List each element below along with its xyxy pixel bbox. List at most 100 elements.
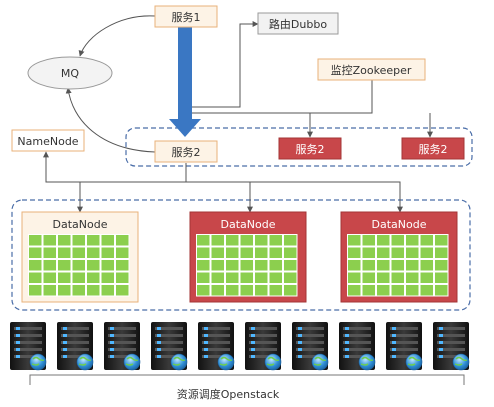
grid-cell [197, 285, 210, 296]
grid-cell [29, 272, 42, 283]
datanode-1-label: DataNode [53, 218, 108, 231]
grid-cell [72, 260, 85, 271]
service2-mq-connector [65, 87, 156, 153]
grid-cell [435, 260, 448, 271]
router-label: 路由Dubbo [269, 17, 327, 31]
grid-cell [87, 260, 100, 271]
datanode-3-label: DataNode [372, 218, 427, 231]
grid-cell [377, 235, 390, 246]
grid-cell [284, 272, 297, 283]
server-rack-row [10, 322, 470, 371]
grid-cell [116, 285, 129, 296]
monitor-branch [186, 79, 373, 114]
grid-cell [348, 285, 361, 296]
monitor-label: 监控Zookeeper [331, 63, 412, 77]
grid-cell [406, 247, 419, 258]
openstack-label: 资源调度Openstack [177, 387, 280, 401]
grid-cell [43, 260, 56, 271]
datanode-2: DataNode [189, 211, 307, 303]
grid-cell [269, 285, 282, 296]
service1-label: 服务1 [172, 11, 201, 24]
grid-cell [72, 235, 85, 246]
grid-cell [391, 235, 404, 246]
service-cluster-group [125, 127, 473, 167]
grid-cell [101, 285, 114, 296]
server-icon [339, 322, 376, 371]
grid-cell [255, 285, 268, 296]
namenode-node: NameNode [11, 129, 85, 152]
datanode-2-grid [196, 234, 298, 297]
grid-cell [420, 260, 433, 271]
grid-cell [240, 235, 253, 246]
grid-cell [240, 285, 253, 296]
grid-cell [58, 272, 71, 283]
grid-cell [58, 260, 71, 271]
grid-cell [348, 247, 361, 258]
grid-cell [211, 235, 224, 246]
thick-arrow-shaft [178, 26, 192, 121]
grid-cell [240, 247, 253, 258]
grid-cell [348, 260, 361, 271]
grid-cell [362, 247, 375, 258]
grid-cell [362, 235, 375, 246]
grid-cell [362, 260, 375, 271]
grid-cell [101, 272, 114, 283]
grid-cell [348, 272, 361, 283]
grid-cell [29, 285, 42, 296]
grid-cell [116, 247, 129, 258]
grid-cell [420, 272, 433, 283]
grid-cell [377, 285, 390, 296]
grid-cell [197, 235, 210, 246]
grid-cell [43, 272, 56, 283]
service2-namenode-connector [43, 151, 187, 183]
grid-cell [87, 285, 100, 296]
datanode-cluster-group [11, 199, 471, 311]
grid-cell [197, 272, 210, 283]
grid-cell [58, 247, 71, 258]
server-icon [245, 322, 282, 371]
grid-cell [391, 260, 404, 271]
grid-cell [391, 285, 404, 296]
grid-cell [284, 285, 297, 296]
router-node: 路由Dubbo [257, 12, 339, 35]
grid-cell [377, 247, 390, 258]
server-icon [104, 322, 141, 371]
grid-cell [420, 235, 433, 246]
grid-cell [435, 285, 448, 296]
grid-cell [43, 285, 56, 296]
grid-cell [29, 260, 42, 271]
grid-cell [211, 272, 224, 283]
mq-label: MQ [61, 67, 79, 80]
grid-cell [391, 272, 404, 283]
grid-cell [420, 247, 433, 258]
datanode-1-grid [28, 234, 130, 297]
server-icon [198, 322, 235, 371]
service2-main-label: 服务2 [172, 146, 201, 159]
grid-cell [101, 235, 114, 246]
grid-cell [226, 272, 239, 283]
grid-cell [87, 272, 100, 283]
grid-cell [226, 260, 239, 271]
server-icon [292, 322, 329, 371]
service2-main-node: 服务2 [154, 140, 218, 163]
grid-cell [406, 272, 419, 283]
grid-cell [269, 260, 282, 271]
grid-cell [72, 247, 85, 258]
grid-cell [29, 247, 42, 258]
grid-cell [391, 247, 404, 258]
grid-cell [87, 235, 100, 246]
grid-cell [29, 235, 42, 246]
datanode-2-label: DataNode [221, 218, 276, 231]
grid-cell [284, 260, 297, 271]
grid-cell [101, 247, 114, 258]
grid-cell [101, 260, 114, 271]
thick-arrow-head [169, 119, 201, 137]
grid-cell [226, 235, 239, 246]
grid-cell [116, 235, 129, 246]
grid-cell [362, 285, 375, 296]
server-icon [151, 322, 188, 371]
service1-node: 服务1 [154, 5, 218, 28]
grid-cell [269, 272, 282, 283]
